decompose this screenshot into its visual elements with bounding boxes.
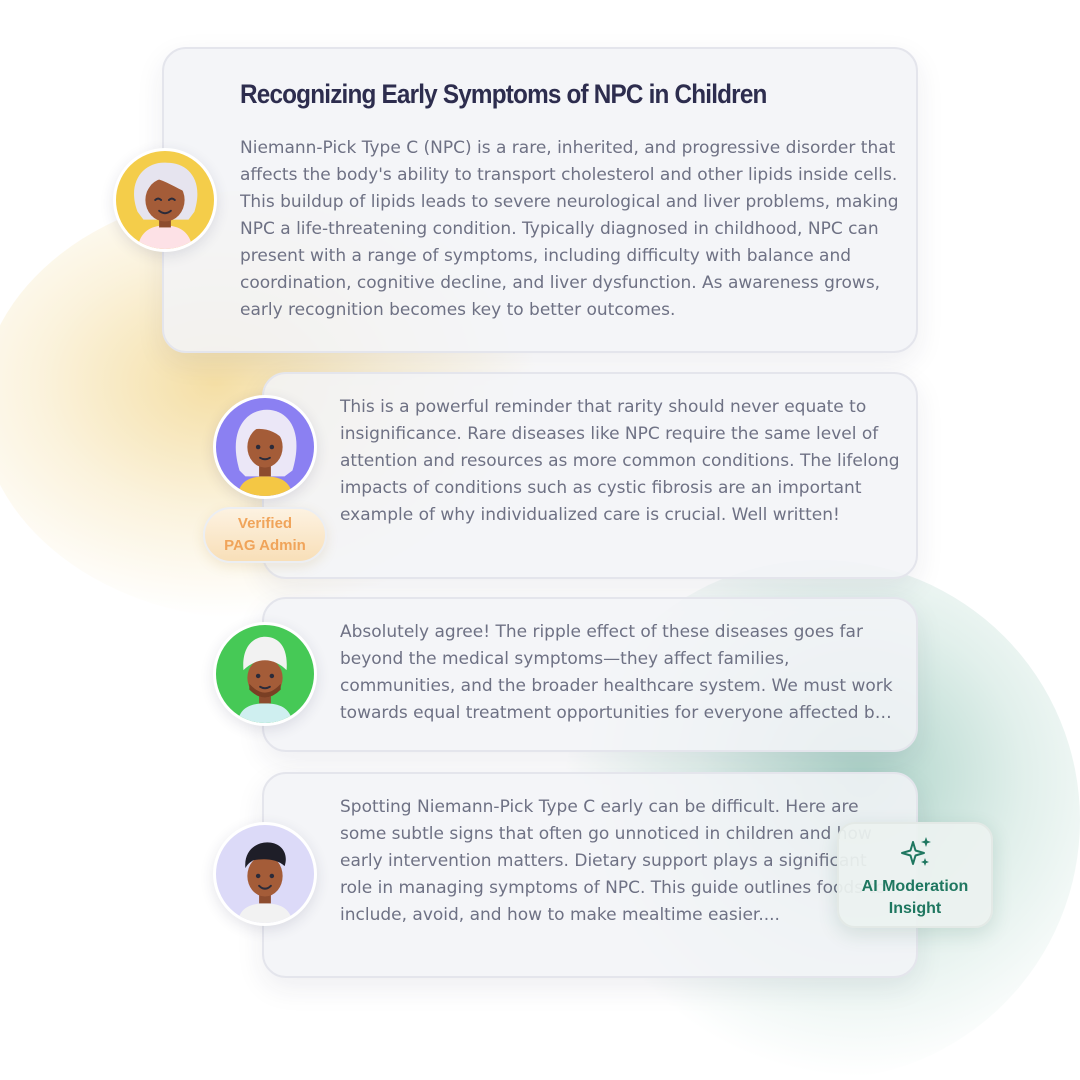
woman-white-hair-avatar[interactable] [113, 148, 217, 252]
woman-lavender-hair-avatar[interactable] [213, 395, 317, 499]
comment-text: This is a powerful reminder that rarity … [340, 397, 900, 525]
badge-line-1: Verified [237, 515, 293, 532]
ai-moderation-insight-button[interactable]: AI Moderation Insight [837, 822, 993, 928]
sparkles-icon [901, 837, 931, 866]
comment-card[interactable]: Absolutely agree! The ripple effect of t… [262, 597, 918, 752]
badge-line-2: PAG Admin [224, 537, 306, 554]
post-body: Niemann-Pick Type C (NPC) is a rare, inh… [240, 138, 899, 320]
comment-card[interactable]: This is a powerful reminder that rarity … [262, 372, 918, 579]
comment-text: Absolutely agree! The ripple effect of t… [340, 622, 893, 723]
post-card[interactable]: Recognizing Early Symptoms of NPC in Chi… [162, 47, 918, 353]
man-dark-hair-avatar[interactable] [213, 822, 317, 926]
man-turban-avatar[interactable] [213, 622, 317, 726]
ai-label-line-1: AI Moderation [861, 878, 969, 895]
ai-label-line-2: Insight [888, 900, 942, 917]
post-title: Recognizing Early Symptoms of NPC in Chi… [240, 79, 767, 109]
verified-pag-admin-badge: Verified PAG Admin [203, 507, 327, 563]
ai-moderation-label: AI Moderation Insight [839, 876, 991, 920]
comment-text: Spotting Niemann-Pick Type C early can b… [340, 797, 886, 925]
comment-card[interactable]: Spotting Niemann-Pick Type C early can b… [262, 772, 918, 978]
